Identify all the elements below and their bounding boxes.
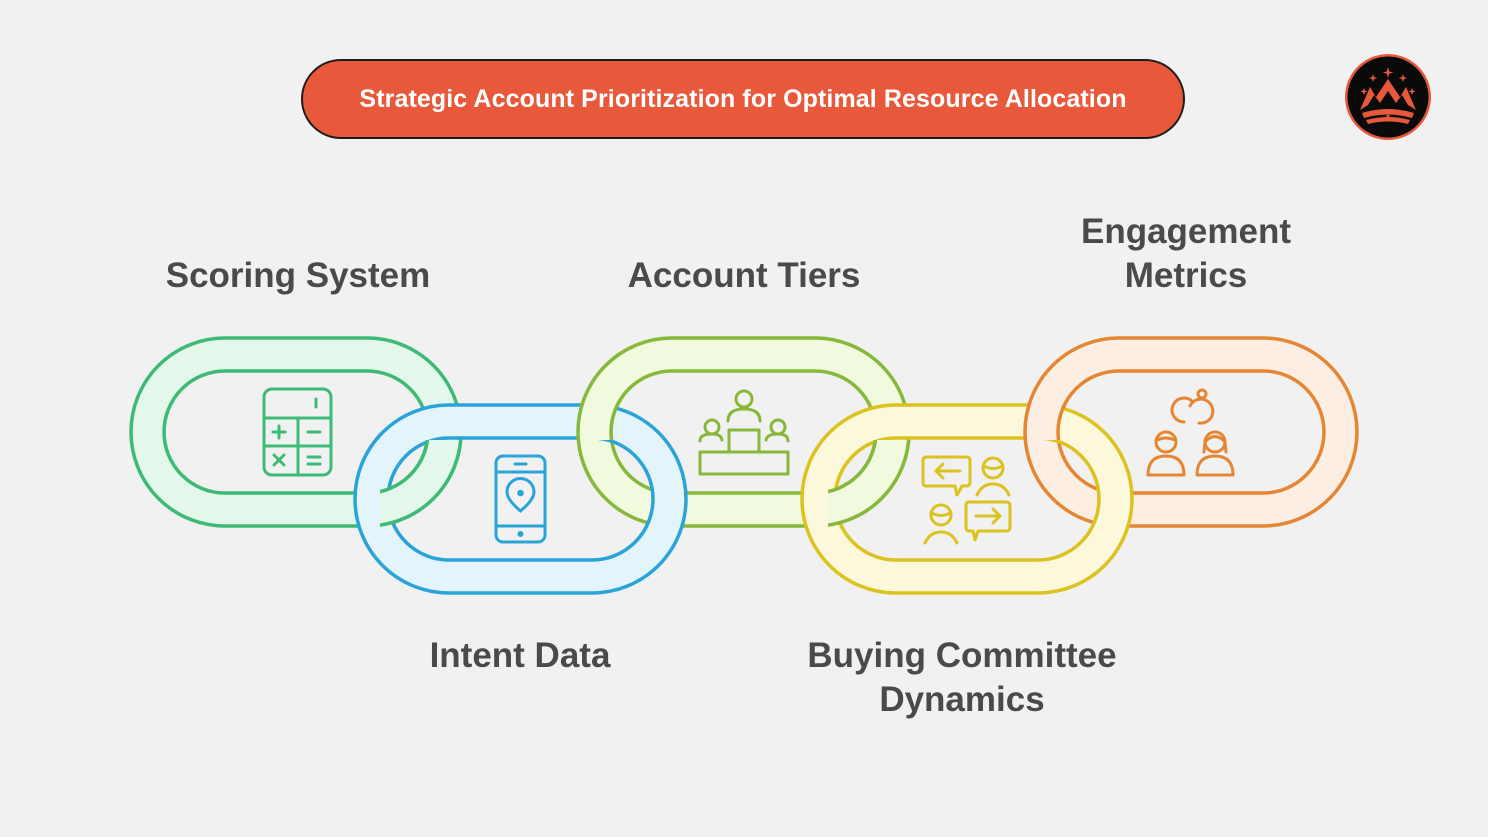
conversation-icon (921, 455, 1012, 545)
label-line: Metrics (1124, 256, 1248, 295)
linked-people-icon (1146, 388, 1235, 477)
chain-link-buying-committee (800, 403, 1134, 595)
title-banner: Strategic Account Prioritization for Opt… (301, 59, 1185, 139)
podium-people-icon (698, 389, 790, 476)
page-title: Strategic Account Prioritization for Opt… (359, 84, 1127, 113)
label-account-tiers: Account Tiers (627, 256, 861, 295)
label-line: Buying Committee (807, 636, 1117, 675)
label-buying-committee: Buying Committee Dynamics (762, 634, 1162, 722)
calculator-icon (262, 387, 333, 477)
phone-location-icon (494, 454, 547, 544)
label-intent-data: Intent Data (429, 636, 611, 675)
label-line: Dynamics (879, 680, 1045, 719)
chain-link-intent-data (353, 403, 688, 595)
crown-mountain-logo-icon (1345, 54, 1431, 140)
label-line: Engagement (1080, 212, 1292, 251)
label-scoring-system: Scoring System (165, 256, 431, 295)
label-engagement-metrics: Engagement Metrics (1036, 210, 1336, 298)
